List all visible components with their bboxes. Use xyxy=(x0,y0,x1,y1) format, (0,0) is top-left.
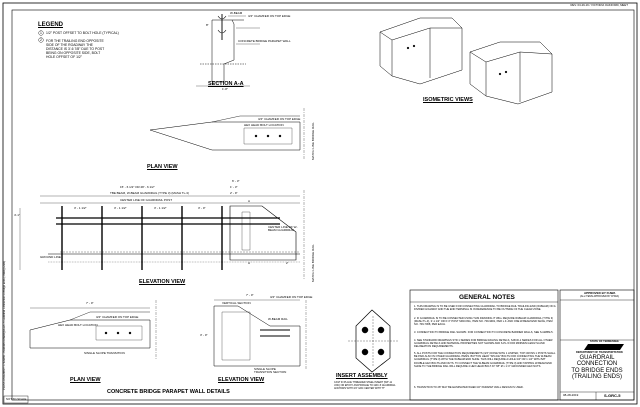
legend-title: LEGEND xyxy=(38,22,64,28)
plan-bot-dim: 7' - 0" xyxy=(86,301,94,305)
elev-top-dim-5: 1' - 3" xyxy=(230,185,238,189)
insert-assembly-drawing xyxy=(348,309,398,373)
elevation-top-drawing xyxy=(19,190,305,280)
title-block-box xyxy=(559,289,635,401)
elev-top-section-a2: A xyxy=(248,261,251,265)
section-aa-label-wbeam: W-BEAM xyxy=(230,11,243,15)
insert-assembly-note: CAST IN PLACE THREADED STEEL INSERT (5/8… xyxy=(334,381,396,390)
plan-bot-transition: SINGLE SLOPE TRANSITION xyxy=(84,351,125,355)
elev-top-section-a1: A xyxy=(248,199,251,203)
revision-note: REV. 03-29-19 / VICTORIA OAKFORD, MEET xyxy=(570,3,628,7)
drawing-title: GUARDRAIL CONNECTION TO BRIDGE ENDS (TRA… xyxy=(571,355,623,380)
section-aa-drawing xyxy=(196,14,260,87)
drawing-number: S-GRC-5 xyxy=(604,392,621,398)
file-path-text: PLANS ASSEMBLY: C:\Users\...\Standard Dr… xyxy=(3,260,6,390)
tdot-logo-icon xyxy=(584,344,624,350)
general-note-3: 3. CONNECTION TO BRIDGE RAIL SHOWN. FOR … xyxy=(414,331,554,334)
plan-top-label-chamfer: 3/4" CHAMFER ON TOP EDGE xyxy=(258,117,301,121)
elev-bot-transition: SINGLE SLOPE TRANSITION SECTION xyxy=(254,367,287,374)
elev-top-groundline: GROUND LINE xyxy=(40,255,61,259)
elev-bot-chamfer: 3/4" CHAMFER ON TOP EDGE xyxy=(270,295,313,299)
legend-marker-1 xyxy=(38,30,44,36)
insert-assembly-title: INSERT ASSEMBLY xyxy=(336,373,388,379)
elev-bot-dim: 7' - 0" xyxy=(246,293,254,297)
legend-mark-1: 1 xyxy=(40,30,42,35)
section-aa-label-width: 1'-8" xyxy=(222,87,228,91)
elev-top-2ft: 2' xyxy=(286,261,289,265)
elev-top-dim-7: 2' - 9" xyxy=(230,191,238,195)
elev-top-dim-3: 3' - 1 1/2" xyxy=(154,206,167,210)
general-note-2: 2. IF GUARDRAIL IS TO BE CONNECTED USING… xyxy=(414,317,554,327)
elev-top-dim-2: 3' - 1 1/2" xyxy=(114,206,127,210)
elev-bot-height: 3' - 0" xyxy=(200,333,208,337)
section-aa-title: SECTION A-A xyxy=(208,81,244,87)
legend-text-1: 1/2" POST OFFSET TO BOLT HOLE (TYPICAL) xyxy=(46,30,119,35)
plan-top-matchline: MATCH LINE BRIDGE RAIL xyxy=(311,122,315,160)
not-to-scale: NOT TO SCALE xyxy=(6,397,27,401)
plan-view-bottom-title: PLAN VIEW xyxy=(70,377,101,383)
plan-view-bottom-drawing xyxy=(29,300,157,360)
elevation-bottom-title: ELEVATION VIEW xyxy=(218,377,265,383)
section-aa-label-8in: 8" xyxy=(206,23,209,27)
general-note-5: 5. ALL POSTS FOR THE CONNECTION REQUIREM… xyxy=(414,352,556,368)
plan-view-top-drawing xyxy=(149,108,305,160)
section-aa-label-chamfer: 3/4" CHAMFER ON TOP EDGE xyxy=(248,14,291,18)
plan-top-label-bolt: HEX HEAD BOLT LOCATION xyxy=(244,123,284,127)
elev-top-height: 4'-1" xyxy=(14,213,20,217)
general-note-6: 6. TRANSITION TO 28" MAY BE ELIMINATED W… xyxy=(414,386,524,389)
general-note-4: 4. SEE STANDARD DRAWINGS STD 1 SERIES FO… xyxy=(414,339,553,349)
dept-label: DEPARTMENT OF TRANSPORTATION xyxy=(576,351,623,354)
fhwa-approved-sub: (ALL ITEMS APPROVED BY FHWA) xyxy=(580,295,619,298)
isometric-title: ISOMETRIC VIEWS xyxy=(423,97,473,103)
plan-view-top-title: PLAN VIEW xyxy=(147,164,178,170)
isometric-views-drawing xyxy=(379,17,553,105)
legend-marker-2 xyxy=(38,37,44,43)
general-notes-title: GENERAL NOTES xyxy=(459,294,515,301)
elev-top-dim-6: 6' - 3" xyxy=(232,179,240,183)
legend-text-2: FOR THE TRAILING END OPPOSITE SIDE OF TH… xyxy=(46,38,105,59)
elev-bot-wbeam: W-BEAM RAIL xyxy=(268,317,288,321)
section-aa-label-parapet: CONCRETE BRIDGE PARAPET WALL xyxy=(238,39,291,43)
plan-bot-chamfer: 3/4" CHAMFER ON TOP EDGE xyxy=(96,315,139,319)
state-label: STATE OF TENNESSEE xyxy=(590,340,619,343)
elev-top-postline: CENTER LINE OF GUARDRAIL POST xyxy=(120,198,173,202)
elev-top-matchline: MATCH LINE BRIDGE RAIL xyxy=(311,244,315,282)
elevation-bottom-drawing xyxy=(213,299,307,370)
elev-top-centerline: CENTER LINE OF W-BEAM GUARDRAIL xyxy=(268,225,298,232)
elev-bot-vertical: VERTICAL SECTION xyxy=(222,301,251,305)
elev-top-dim-4: 3' - 0" xyxy=(198,206,206,210)
drawing-date: 08-28-2019 xyxy=(563,393,579,397)
bridge-details-title: CONCRETE BRIDGE PARAPET WALL DETAILS xyxy=(107,389,230,395)
fhwa-approved: APPROVED BY FHWA xyxy=(584,291,616,295)
legend-mark-2: 2 xyxy=(40,37,42,42)
elevation-top-title: ELEVATION VIEW xyxy=(139,279,186,285)
elev-top-dim-1: 3' - 1 1/2" xyxy=(74,206,87,210)
plan-bot-bolt: HEX HEAD BOLT LOCATION xyxy=(58,323,98,327)
elev-top-overall: 15' - 6 1/2" OR 28' - 6 1/2" xyxy=(120,185,155,189)
elev-top-wbeam: TBE BEAM, W-BEAM GUARDRAIL (TYPE 3) (MAS… xyxy=(110,191,189,195)
general-notes-box xyxy=(409,289,559,401)
general-note-1: 1. THIS DRAWING IS TO BE USED FOR CONNEC… xyxy=(414,305,556,312)
